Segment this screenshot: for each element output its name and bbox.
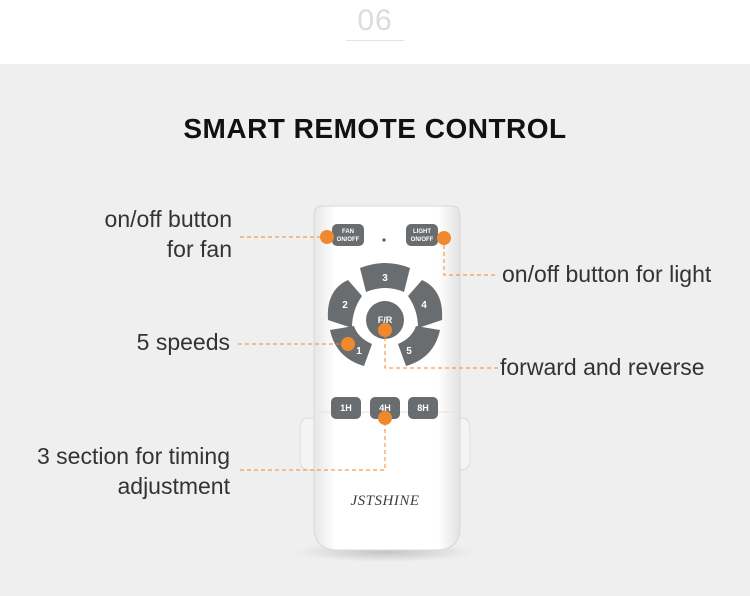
marker-light-power: [437, 231, 451, 245]
fan-onoff-label-line1: FAN: [342, 229, 354, 235]
speed-5-label: 5: [406, 346, 412, 357]
connector-direction: [384, 330, 498, 369]
section-number: 06: [357, 4, 393, 37]
fan-onoff-label-line2: ON/OFF: [337, 237, 360, 243]
callout-fan-power: on/off button for fan: [40, 204, 232, 264]
brand-logo: JSTSHINE: [351, 493, 420, 509]
timer-8h-button[interactable]: 8H: [408, 397, 438, 419]
forward-reverse-label: F/R: [378, 315, 393, 325]
callout-direction: forward and reverse: [500, 354, 705, 380]
callout-fan-power-line1: on/off button: [104, 206, 232, 232]
light-onoff-label-line1: LIGHT: [413, 229, 431, 235]
timer-1h-button[interactable]: 1H: [331, 397, 361, 419]
speed-5-button[interactable]: 5: [398, 326, 440, 366]
callout-timer-line1: 3 section for timing: [36, 443, 230, 469]
marker-direction: [378, 323, 392, 337]
marker-fan-power: [320, 230, 334, 244]
callout-fan-power-line2: for fan: [166, 236, 232, 262]
connector-timer: [240, 420, 386, 471]
timer-1h-label: 1H: [340, 403, 352, 413]
section-divider: [346, 40, 404, 41]
callout-markers: [320, 230, 451, 425]
speed-2-button[interactable]: 2: [327, 280, 362, 328]
marker-timer: [378, 411, 392, 425]
speed-2-label: 2: [342, 300, 348, 311]
connector-light-power: [443, 238, 498, 276]
speed-3-button[interactable]: 3: [360, 263, 410, 292]
light-onoff-button[interactable]: LIGHT ON/OFF: [406, 224, 438, 246]
speed-3-label: 3: [382, 273, 388, 284]
timer-4h-label: 4H: [379, 403, 391, 413]
timer-8h-label: 8H: [417, 403, 429, 413]
speed-1-label: 1: [356, 346, 362, 357]
ir-led-icon: [382, 238, 386, 242]
callout-timer: 3 section for timing adjustment: [0, 441, 230, 501]
forward-reverse-button[interactable]: F/R: [366, 301, 404, 339]
speed-4-label: 4: [421, 300, 427, 311]
light-onoff-label-line2: ON/OFF: [411, 237, 434, 243]
callout-connectors: [238, 236, 498, 471]
marker-speeds: [341, 337, 355, 351]
fan-onoff-button[interactable]: FAN ON/OFF: [332, 224, 364, 246]
callout-speeds: 5 speeds: [136, 329, 230, 355]
timer-4h-button[interactable]: 4H: [370, 397, 400, 419]
callout-light-power: on/off button for light: [502, 261, 712, 287]
speed-4-button[interactable]: 4: [408, 280, 443, 328]
callout-timer-line2: adjustment: [117, 473, 230, 499]
page-title: SMART REMOTE CONTROL: [183, 113, 567, 144]
top-bar: [0, 0, 750, 64]
